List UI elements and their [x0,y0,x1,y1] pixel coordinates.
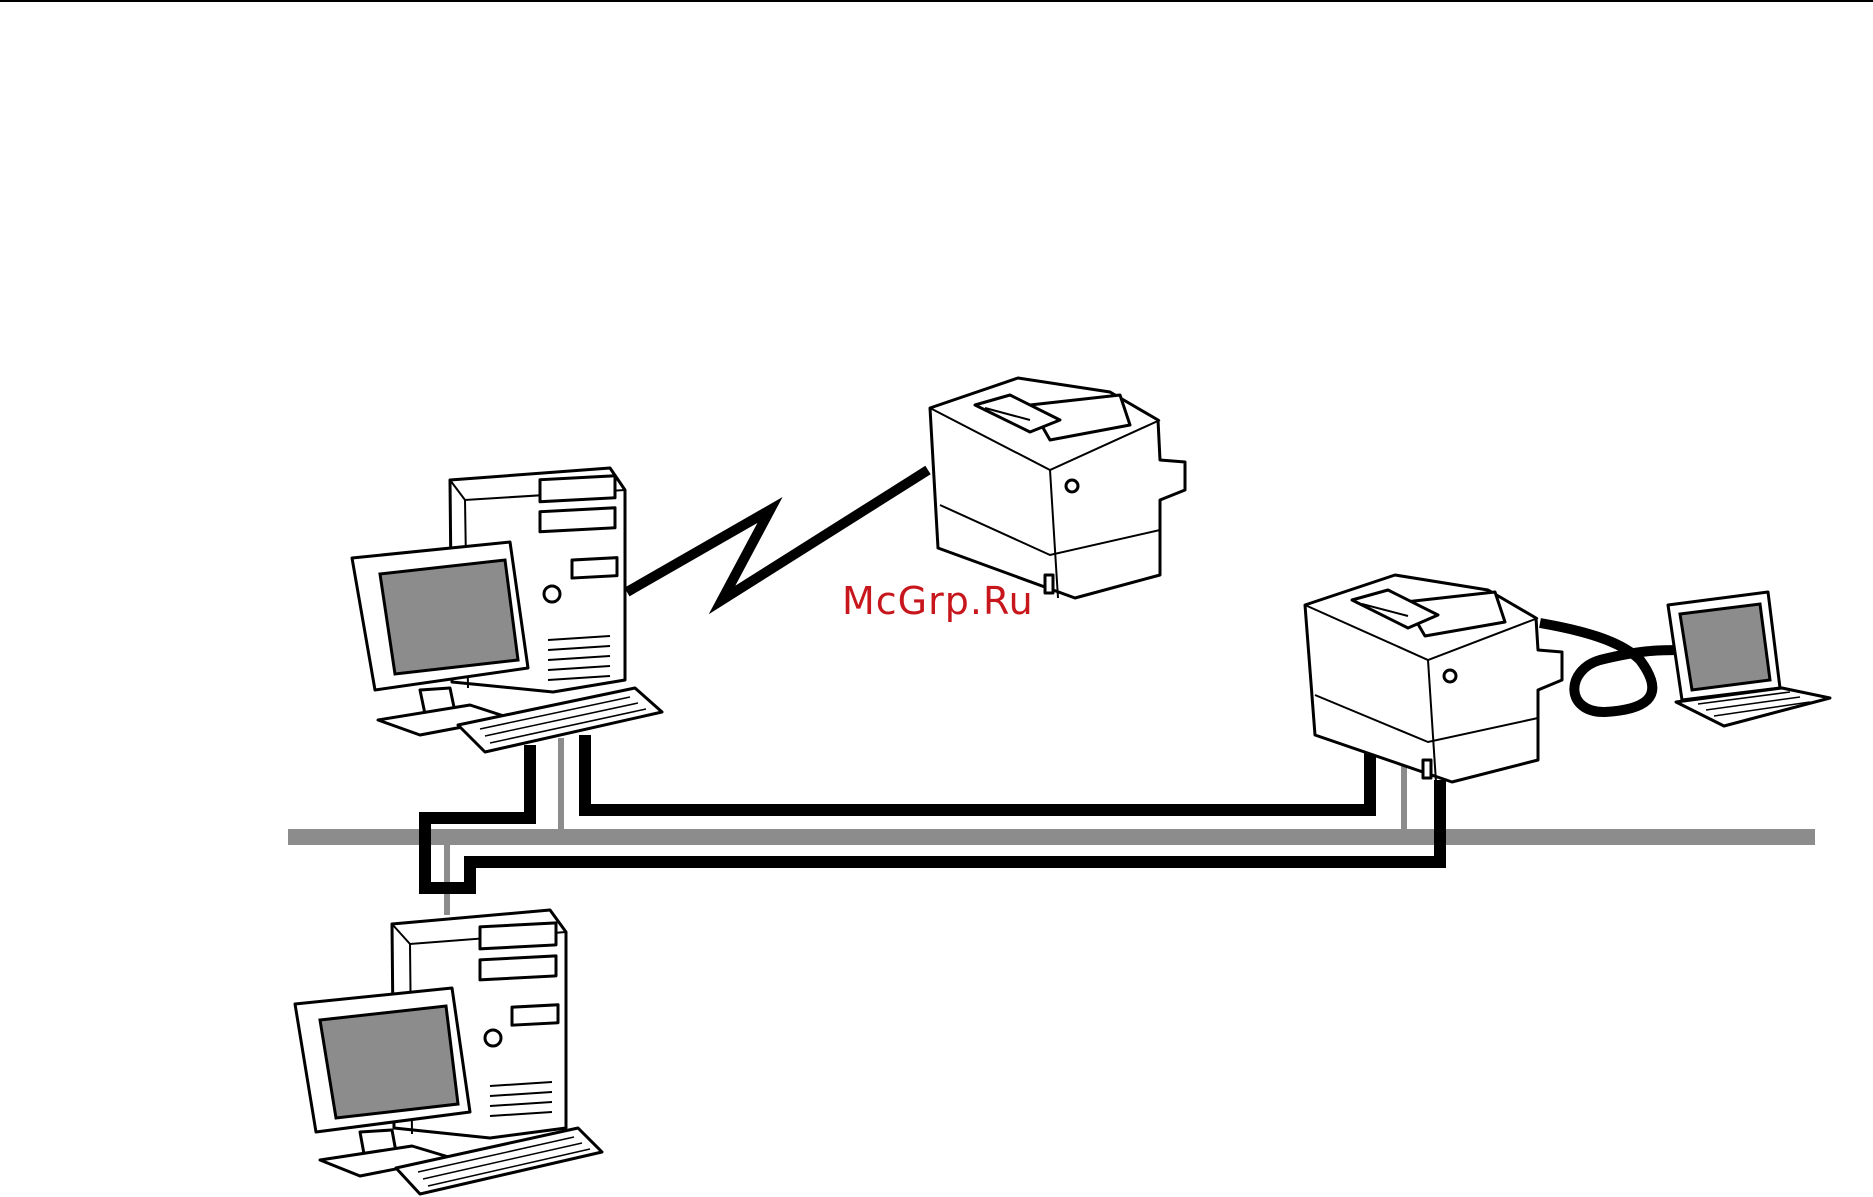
laptop-icon [1668,592,1830,726]
network-cables [425,735,1440,888]
desktop-computer-icon [352,468,662,752]
cable-pc-bottom-to-printer-right [425,745,1440,888]
watermark-text: McGrp.Ru [842,579,1034,623]
printer-icon [930,378,1185,598]
desktop-computer-icon [295,910,602,1194]
printer-icon [1305,575,1562,782]
cable-pc-top-to-printer-right [585,735,1370,810]
